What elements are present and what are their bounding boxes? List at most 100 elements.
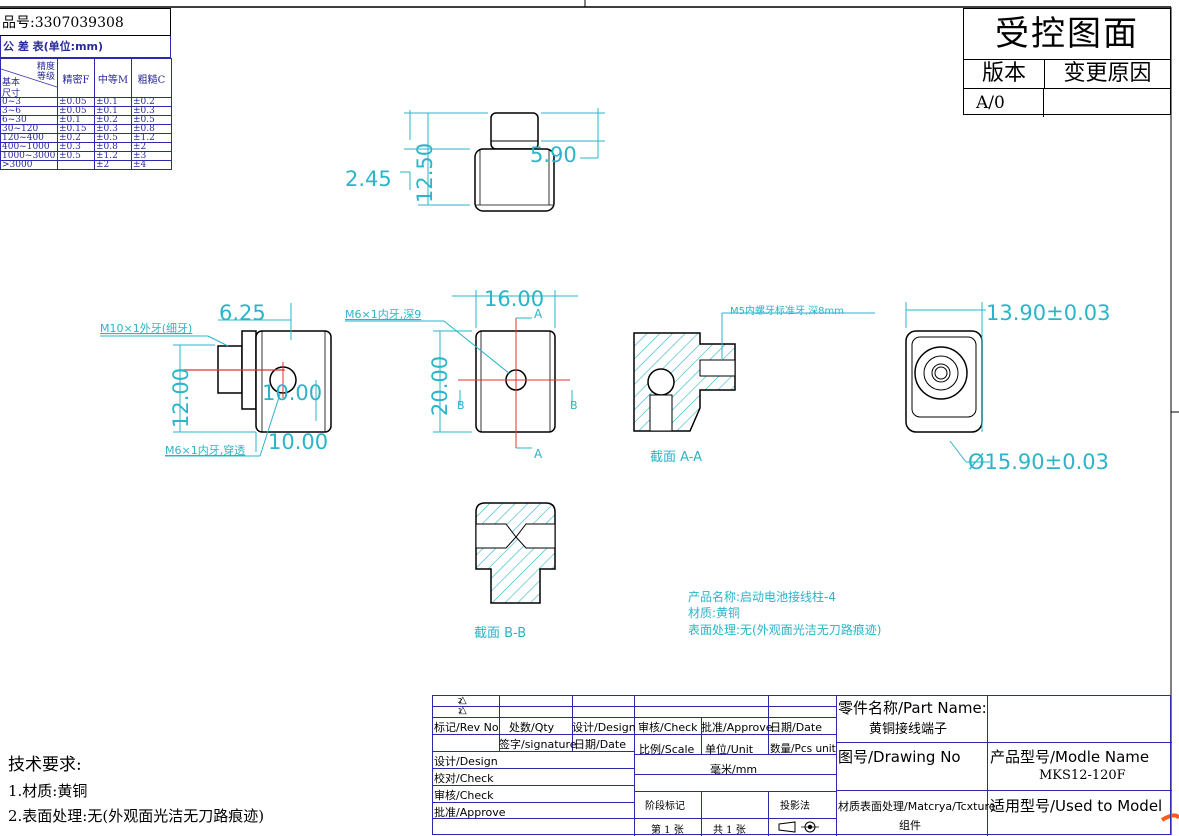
- table-row: 1000~3000±0.5±1.2±3: [0, 151, 172, 161]
- design-col-label: 设计/Design: [572, 721, 636, 734]
- left-view: 6.25 12.00 10.00 10.00 M10×1外牙(细牙) M6×1内…: [100, 301, 332, 457]
- row-medium: ±0.5: [94, 133, 132, 143]
- row-coarse: ±3: [131, 151, 172, 161]
- qty-pcs-label: 数量/Pcs unit: [770, 743, 836, 755]
- note-m6-depth9: M6×1内牙,深9: [345, 307, 421, 321]
- row-medium: ±0.1: [94, 97, 132, 107]
- product-surface-line: 表面处理:无(外观面光洁无刀路痕迹): [688, 622, 881, 637]
- row-range: 400~1000: [0, 142, 58, 152]
- dim-left-10-00-b: 10.00: [268, 430, 328, 454]
- model-name-label: 产品型号/Modle Name: [990, 748, 1150, 766]
- check-col-label: 审核/Check: [638, 721, 698, 734]
- dim-top-12-50: 12.50: [413, 143, 437, 203]
- tech-title: 技术要求:: [8, 755, 82, 775]
- used-to-model-label: 适用型号/Used to Model: [990, 797, 1163, 815]
- row-coarse: ±0.5: [131, 115, 172, 125]
- note-m6-through: M6×1内牙,穿透: [165, 443, 245, 457]
- tolerance-title: 公 差 表(单位:mm): [0, 36, 171, 58]
- unit-value: 毫米/mm: [710, 763, 758, 776]
- row-range: 1000~3000: [0, 151, 58, 161]
- row-fine: ±0.3: [57, 142, 95, 152]
- tech-item-1: 1.材质:黄铜: [8, 782, 88, 800]
- date-row-label: 日期/Date: [574, 738, 626, 751]
- table-row: >3000±2±4: [0, 160, 172, 170]
- rev-mark-2-icon: △2: [457, 695, 467, 706]
- part-number: 品号:3307039308: [0, 8, 171, 36]
- corner-mark-icon: [1160, 813, 1179, 822]
- product-name-line: 产品名称:启动电池接线柱-4: [688, 589, 836, 604]
- col-coarse: 粗糙C: [131, 58, 172, 98]
- check-row-label: 校对/Check: [434, 772, 494, 785]
- stage-label: 阶段标记: [645, 801, 685, 812]
- technical-requirements: 技术要求: 1.材质:黄铜 2.表面处理:无(外观面光洁无刀路痕迹): [8, 750, 264, 829]
- design-row-label: 设计/Design: [434, 755, 498, 768]
- corner-mid: 等级: [36, 72, 55, 82]
- section-b-left: B: [457, 399, 465, 412]
- material-surface-label: 材质表面处理/Matcrya/Tcxture: [838, 800, 996, 813]
- note-m10-thread: M10×1外牙(细牙): [100, 322, 192, 335]
- signature-label: 签字/signature: [499, 738, 577, 751]
- row-medium: ±1.2: [94, 151, 132, 161]
- corner-top: 精度: [36, 62, 55, 72]
- qty-label: 处数/Qty: [509, 721, 555, 734]
- part-name-label: 零件名称/Part Name:: [838, 699, 987, 717]
- sheet-label: 第 1 张: [651, 825, 684, 836]
- dim-right-13-90: 13.90±0.03: [986, 301, 1110, 325]
- part-name-value: 黄铜接线端子: [869, 722, 948, 737]
- table-row: 3~6±0.05±0.1±0.3: [0, 106, 172, 116]
- product-material-line: 材质:黄铜: [688, 605, 740, 620]
- model-name-value: MKS12-120F: [1039, 768, 1126, 783]
- section-b-right: B: [570, 399, 578, 412]
- dim-left-6-25: 6.25: [219, 301, 266, 325]
- dim-top-2-45: 2.45: [345, 167, 392, 191]
- projection-symbol-icon: [778, 821, 819, 833]
- part-number-label: 品号:: [2, 15, 35, 31]
- top-view: 2.45 12.50 5.90: [345, 108, 605, 212]
- row-medium: ±0.2: [94, 115, 132, 125]
- unit-label: 单位/Unit: [705, 743, 754, 756]
- row-coarse: ±0.2: [131, 97, 172, 107]
- row-medium: ±0.3: [94, 124, 132, 134]
- table-row: 0~3±0.05±0.1±0.2: [0, 97, 172, 107]
- label-section-bb: 截面 B-B: [474, 626, 526, 641]
- drawing-no-label: 图号/Drawing No: [838, 748, 961, 766]
- title-block: △2 △1 标记/Rev No 处数/Qty 设计/Design 审核/Chec…: [432, 695, 1172, 836]
- corner-left: 基本: [2, 78, 21, 88]
- note-m5-thread: M5内螺牙标准牙,深8mm: [730, 304, 844, 317]
- controlled-title: 受控图面: [964, 9, 1170, 60]
- row-coarse: ±0.3: [131, 106, 172, 116]
- row-range: 3~6: [0, 106, 58, 116]
- row-medium: ±2: [94, 160, 132, 170]
- part-number-value: 3307039308: [34, 15, 124, 31]
- section-aa: M5内螺牙标准牙,深8mm 截面 A-A: [633, 304, 875, 465]
- dim-right-15-90: Ø15.90±0.03: [968, 450, 1109, 474]
- check2-row-label: 审核/Check: [434, 789, 494, 802]
- dim-top-5-90: 5.90: [530, 143, 577, 167]
- version-header-row: 版本 变更原因: [964, 60, 1170, 89]
- section-a-top: A: [534, 307, 543, 321]
- scale-label: 比例/Scale: [639, 743, 695, 756]
- row-fine: ±0.15: [57, 124, 95, 134]
- date-col-label: 日期/Date: [770, 721, 822, 734]
- row-range: 6~30: [0, 115, 58, 125]
- rev-mark-1-icon: △1: [457, 705, 467, 716]
- row-coarse: ±2: [131, 142, 172, 152]
- reason-label: 变更原因: [1063, 61, 1152, 86]
- row-range: >3000: [0, 160, 58, 170]
- table-row: 30~120±0.15±0.3±0.8: [0, 124, 172, 134]
- row-medium: ±0.1: [94, 106, 132, 116]
- approve-row-label: 批准/Approve: [434, 806, 506, 819]
- dim-left-12-00: 12.00: [169, 368, 193, 428]
- row-fine: ±0.1: [57, 115, 95, 125]
- rev-no-label: 标记/Rev No: [434, 721, 499, 734]
- col-medium: 中等M: [94, 58, 132, 98]
- right-view: 13.90±0.03 Ø15.90±0.03: [905, 301, 1110, 474]
- projection-label: 投影法: [780, 801, 810, 812]
- row-coarse: ±1.2: [131, 133, 172, 143]
- table-row: 6~30±0.1±0.2±0.5: [0, 115, 172, 125]
- tolerance-table: 品号:3307039308 公 差 表(单位:mm) 精度 等级 基本 尺寸 精…: [0, 8, 172, 170]
- tolerance-corner: 精度 等级 基本 尺寸: [0, 58, 58, 99]
- row-fine: ±0.05: [57, 97, 95, 107]
